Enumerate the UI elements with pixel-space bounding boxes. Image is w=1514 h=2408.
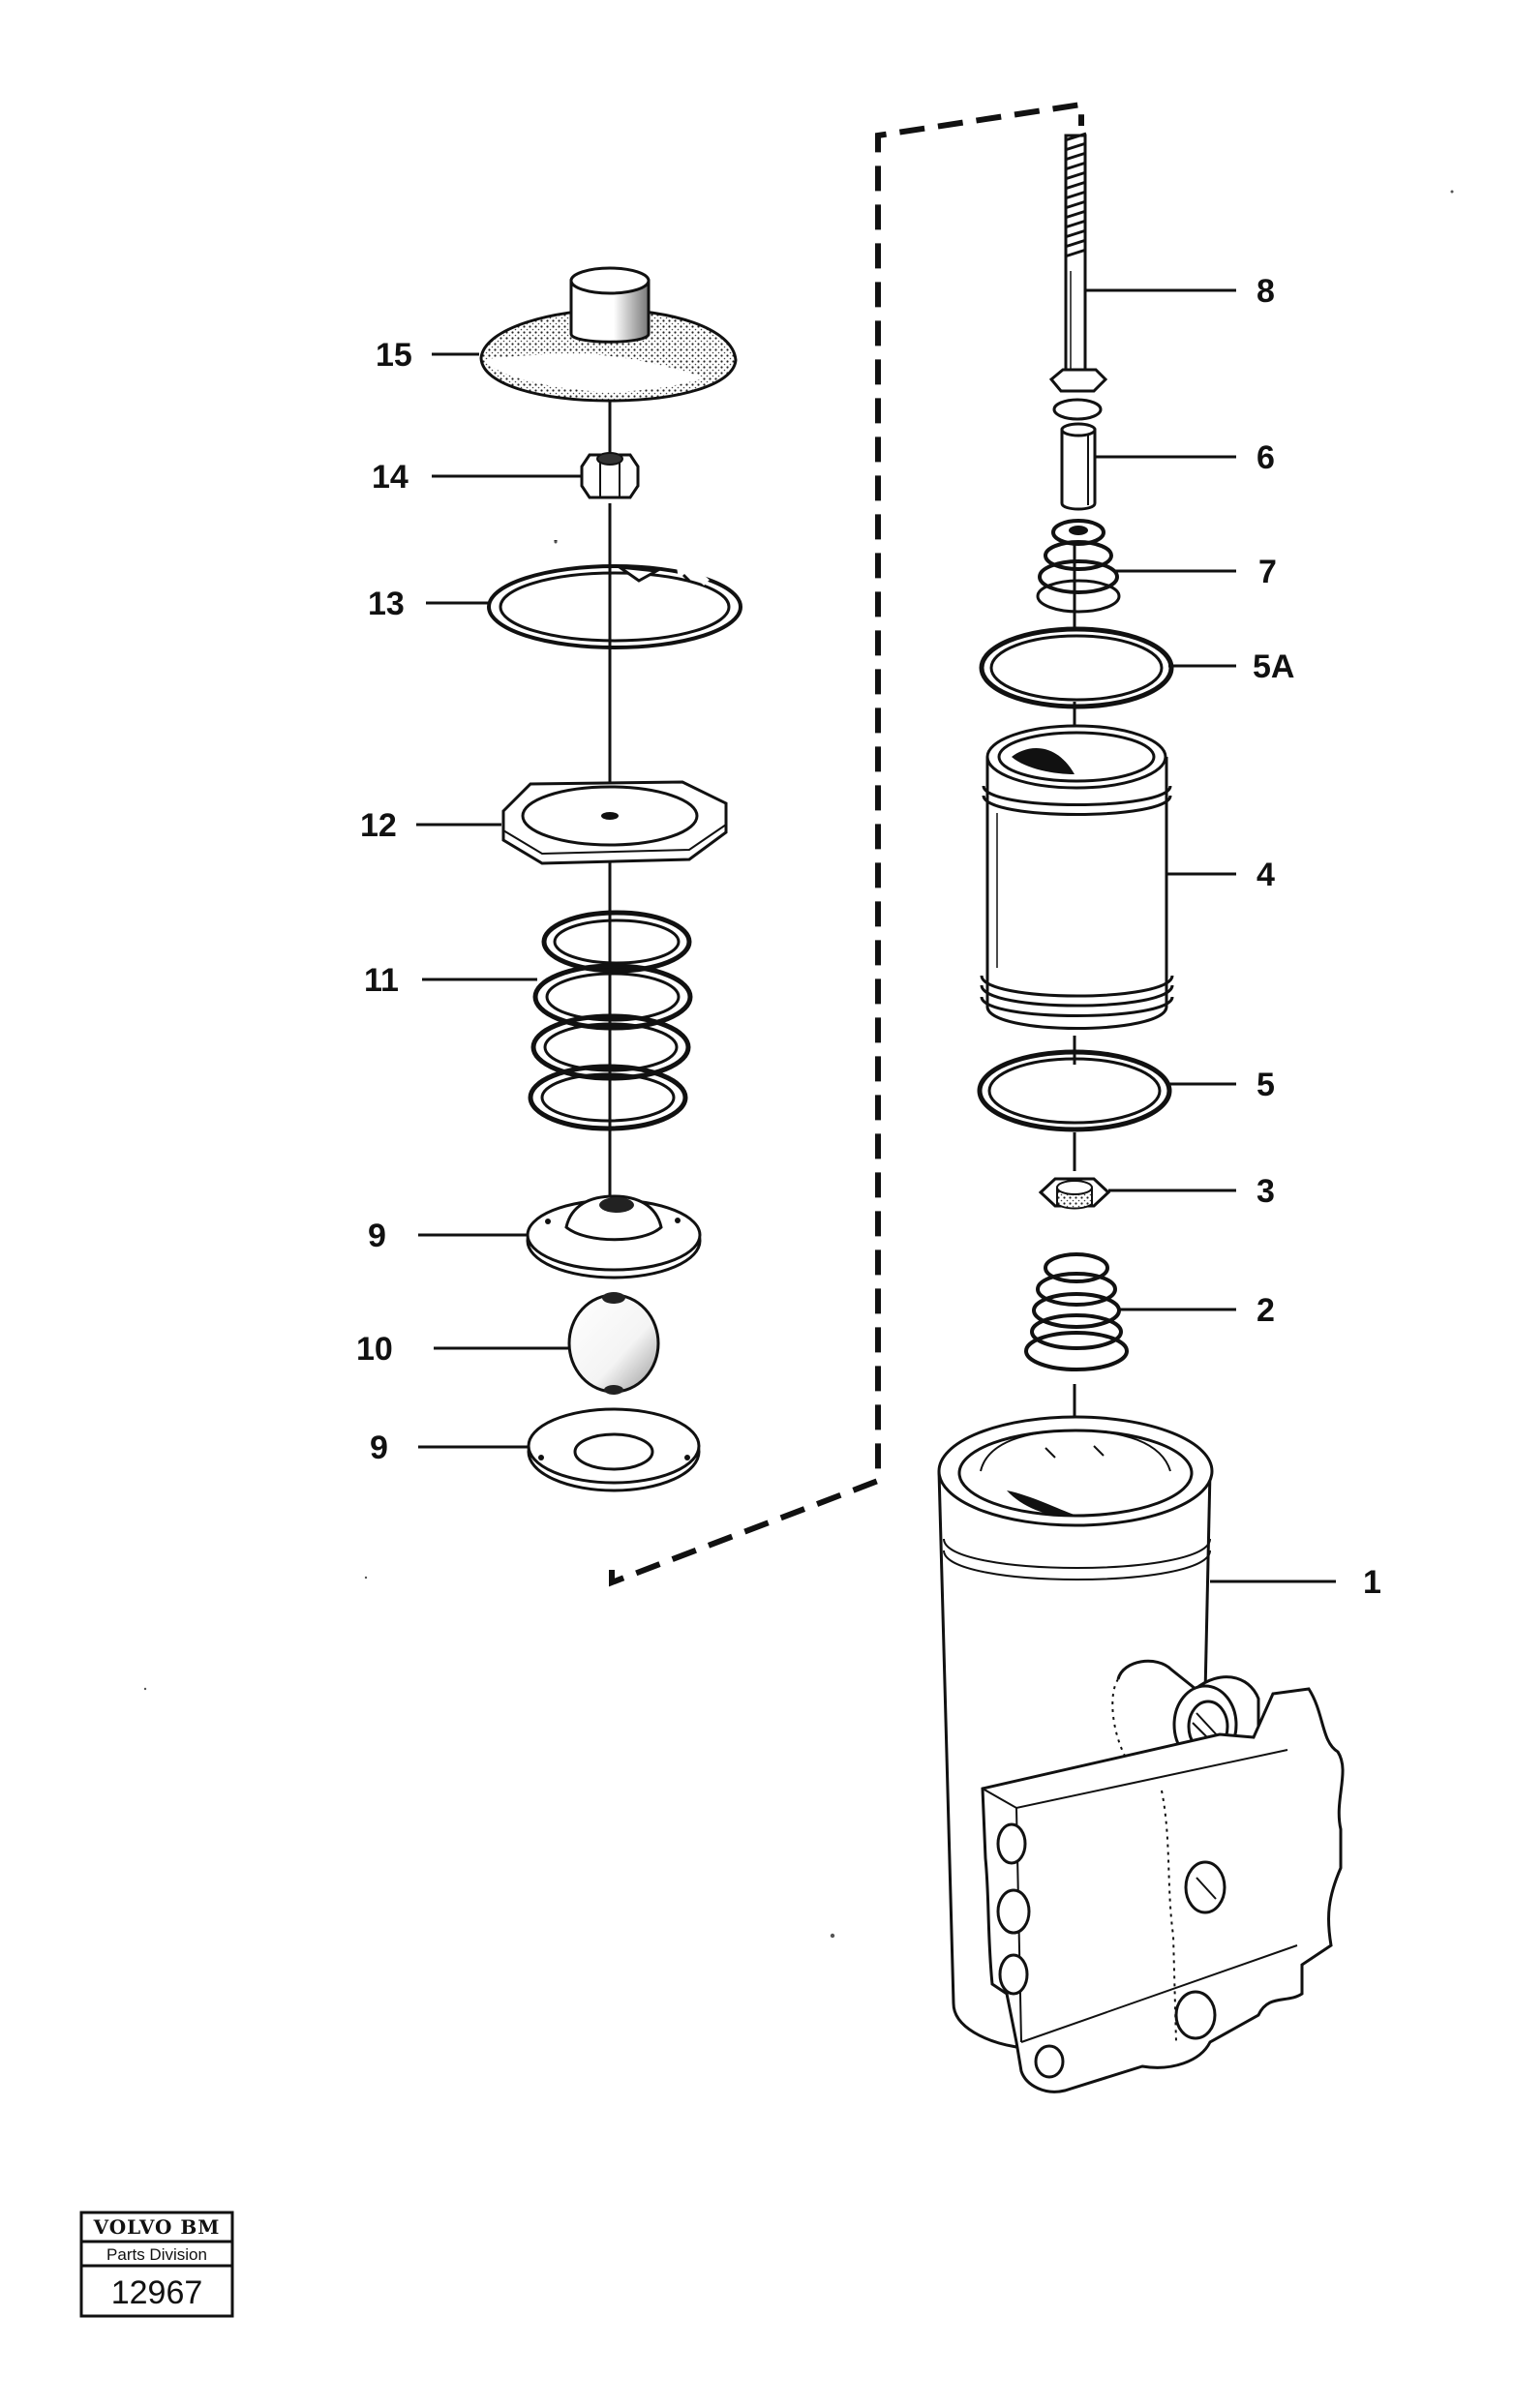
callout-13: 13 [368, 586, 405, 622]
callout-labels: 15 14 13 12 11 9 10 9 8 6 7 5A 4 5 3 2 1 [356, 273, 1381, 1601]
part-8-threaded-rod [1048, 132, 1108, 421]
part-14-nut [580, 452, 640, 499]
callout-5a: 5A [1253, 648, 1294, 685]
callout-2: 2 [1257, 1292, 1275, 1329]
part-6-sleeve [1060, 422, 1097, 511]
part-10-ball [567, 1292, 660, 1395]
callout-8: 8 [1257, 273, 1275, 310]
part-5a-o-ring [979, 626, 1174, 709]
callout-15: 15 [376, 337, 412, 374]
part-15-cap [479, 266, 738, 403]
callout-6: 6 [1257, 439, 1275, 476]
part-13-retaining-ring [487, 540, 742, 649]
callout-14: 14 [372, 459, 409, 496]
parts-division-stamp: VOLVO BM Parts Division 12967 [79, 2211, 234, 2318]
callout-7: 7 [1258, 554, 1277, 590]
stamp-brand: VOLVO BM [93, 2215, 221, 2239]
stamp-division: Parts Division [106, 2245, 207, 2264]
part-9-lower-seat [527, 1407, 701, 1492]
callout-1: 1 [1363, 1564, 1381, 1601]
callout-9-lower: 9 [370, 1430, 388, 1466]
callout-10: 10 [356, 1331, 393, 1368]
part-11-coil-spring [528, 910, 693, 1131]
callout-12: 12 [360, 807, 397, 844]
part-2-valve-spring [1024, 1252, 1129, 1371]
leader-lines [416, 288, 1336, 1583]
callout-4: 4 [1257, 857, 1275, 893]
callout-3: 3 [1257, 1173, 1275, 1210]
part-12-hex-plate [501, 780, 728, 865]
part-7-small-spring [1036, 519, 1121, 614]
stamp-number: 12967 [111, 2274, 203, 2311]
callout-9-upper: 9 [368, 1218, 386, 1254]
part-3-valve-disc [1038, 1177, 1111, 1210]
callout-11: 11 [364, 962, 399, 999]
part-9-upper-seat [526, 1194, 702, 1279]
part-4-piston [980, 724, 1174, 1030]
assembly-dashed-line [609, 101, 1084, 1587]
part-5-o-ring [977, 1049, 1172, 1132]
print-specks [143, 190, 1454, 1939]
callout-5: 5 [1257, 1067, 1275, 1103]
part-1-valve-housing [937, 1415, 1345, 2093]
